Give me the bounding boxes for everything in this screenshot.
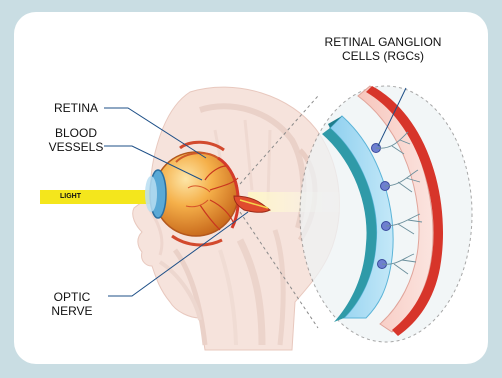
rgc-label: RETINAL GANGLION CELLS (RGCs): [300, 35, 466, 63]
blood-vessels-label: BLOOD VESSELS: [46, 126, 106, 154]
optic-nerve-label: OPTIC NERVE: [40, 290, 104, 318]
retina-label: RETINA: [46, 101, 106, 115]
light-label: LIGHT: [60, 193, 81, 200]
